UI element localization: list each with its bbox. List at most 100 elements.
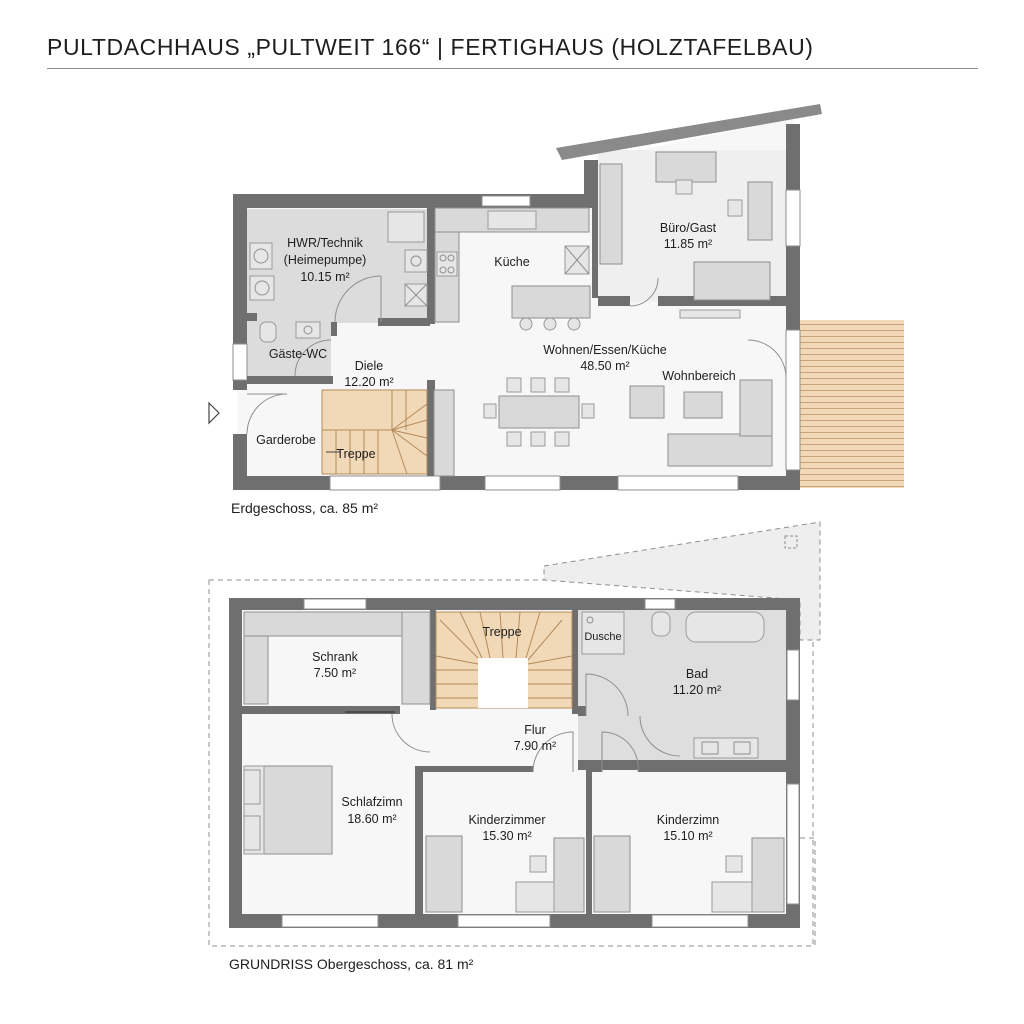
wall-hwr-south	[247, 313, 257, 321]
wall-wc-south	[247, 376, 333, 384]
l-sofa-side	[739, 379, 773, 437]
heat-pump-icon	[249, 242, 273, 270]
room-area-schrank: 7.50 m²	[314, 666, 356, 680]
washing-machine-drum-icon	[254, 280, 270, 296]
wall-stair	[427, 380, 435, 476]
wall-office-west	[584, 160, 598, 208]
cooktop-icon	[436, 251, 458, 277]
toilet-icon	[259, 321, 277, 343]
dining-chair	[483, 403, 497, 419]
wall-kid2-north	[638, 766, 786, 772]
dining-chair	[581, 403, 595, 419]
shower-head-icon	[586, 616, 594, 624]
room-area-hwr: 10.15 m²	[300, 270, 349, 284]
wall-bed-kid1	[415, 766, 423, 914]
room-label-flur: Flur	[524, 723, 546, 737]
window	[481, 195, 531, 207]
sideboard	[433, 389, 455, 477]
dining-chair	[554, 377, 570, 393]
window	[281, 914, 379, 928]
pillow	[243, 769, 261, 805]
terrace-door-swing	[747, 339, 787, 379]
washbasin-icon	[701, 741, 719, 755]
wall-kid1-north	[423, 766, 533, 772]
room-label-bad: Bad	[686, 667, 708, 681]
wall-hwr-kitchen	[427, 208, 435, 324]
dining-chair	[530, 431, 546, 447]
room-label-schrank: Schrank	[312, 650, 359, 664]
room-area-diele: 12.20 m²	[344, 375, 393, 389]
upper-floor-plan: Schrank 7.50 m² Treppe Dusche Bad 11.20 …	[208, 521, 821, 972]
roof-marker	[784, 535, 798, 549]
ground-floor-plan: HWR/Technik (Heimepumpe) 10.15 m² Küche …	[208, 104, 904, 516]
window	[303, 598, 367, 610]
washbasin-icon	[733, 741, 751, 755]
dryer-cross-icon	[404, 283, 428, 307]
room-label-treppe-eg: Treppe	[336, 447, 375, 461]
room-area-bad: 11.20 m²	[673, 683, 721, 697]
balcony-outline	[800, 837, 816, 946]
burner-icon	[447, 266, 455, 274]
washing-machine-icon	[249, 275, 275, 301]
door-swing	[639, 715, 681, 757]
terrace-decking	[797, 320, 904, 488]
room-label-kueche: Küche	[494, 255, 529, 269]
door-swing	[585, 673, 629, 717]
room-label-wohnen-essen-kueche: Wohnen/Essen/Küche	[543, 343, 667, 357]
wall-stair-east	[572, 610, 578, 714]
ground-floor-caption: Erdgeschoss, ca. 85 m²	[231, 500, 378, 516]
stair-treads	[322, 390, 428, 475]
wall-office-south	[658, 296, 786, 306]
stair-void	[478, 658, 528, 708]
room-label-kinderzimmer-1: Kinderzimmer	[468, 813, 545, 827]
kid-desk-side	[515, 881, 555, 913]
bar-stool	[519, 317, 533, 331]
room-label-gaeste-wc: Gäste-WC	[269, 347, 327, 361]
kid-desk-side	[711, 881, 753, 913]
wall-wardrobe	[242, 706, 400, 714]
wall-bath	[578, 706, 586, 716]
window	[786, 783, 800, 905]
door-swing	[334, 275, 382, 323]
door-swing	[601, 731, 639, 773]
office-desk	[655, 151, 717, 183]
office-desk-side	[747, 181, 773, 241]
burner-icon	[439, 254, 447, 262]
window	[786, 649, 800, 701]
kid-bed	[425, 835, 463, 913]
bathtub-icon	[685, 611, 765, 643]
office-chair	[675, 179, 693, 195]
room-label-treppe-og: Treppe	[482, 625, 521, 639]
kid-bed	[593, 835, 631, 913]
washbasin-icon	[295, 321, 321, 339]
room-label-hwr: HWR/Technik	[287, 236, 363, 250]
dining-chair	[506, 377, 522, 393]
door-swing	[391, 713, 431, 753]
upper-floor-caption: GRUNDRISS Obergeschoss, ca. 81 m²	[229, 956, 474, 972]
l-sofa	[667, 433, 773, 467]
wall-stair-west	[430, 610, 436, 710]
double-vanity	[693, 737, 759, 759]
heat-pump-fan-icon	[253, 248, 269, 264]
storage-cabinet	[387, 211, 425, 243]
wall-west-upper	[233, 194, 247, 344]
office-cabinet	[599, 163, 623, 265]
dining-chair	[530, 377, 546, 393]
room-label-diele: Diele	[355, 359, 384, 373]
armchair	[629, 385, 665, 419]
pillow	[243, 815, 261, 851]
dining-table	[498, 395, 580, 429]
roof-overhang-outline	[208, 579, 814, 947]
title-divider	[47, 68, 978, 69]
room-label-schlafzimmer: Schlafzimn	[341, 795, 402, 809]
window	[484, 475, 561, 491]
terrace-window	[785, 329, 801, 471]
wall-kid2-north	[592, 766, 602, 772]
tv-board	[679, 309, 741, 319]
window	[785, 189, 801, 247]
wall-hwr-south	[378, 318, 430, 326]
room-area-schlafzimmer: 18.60 m²	[347, 812, 396, 826]
wardrobe-top	[243, 611, 403, 637]
shower-tray	[581, 611, 625, 655]
washbasin-drain-icon	[303, 325, 313, 335]
